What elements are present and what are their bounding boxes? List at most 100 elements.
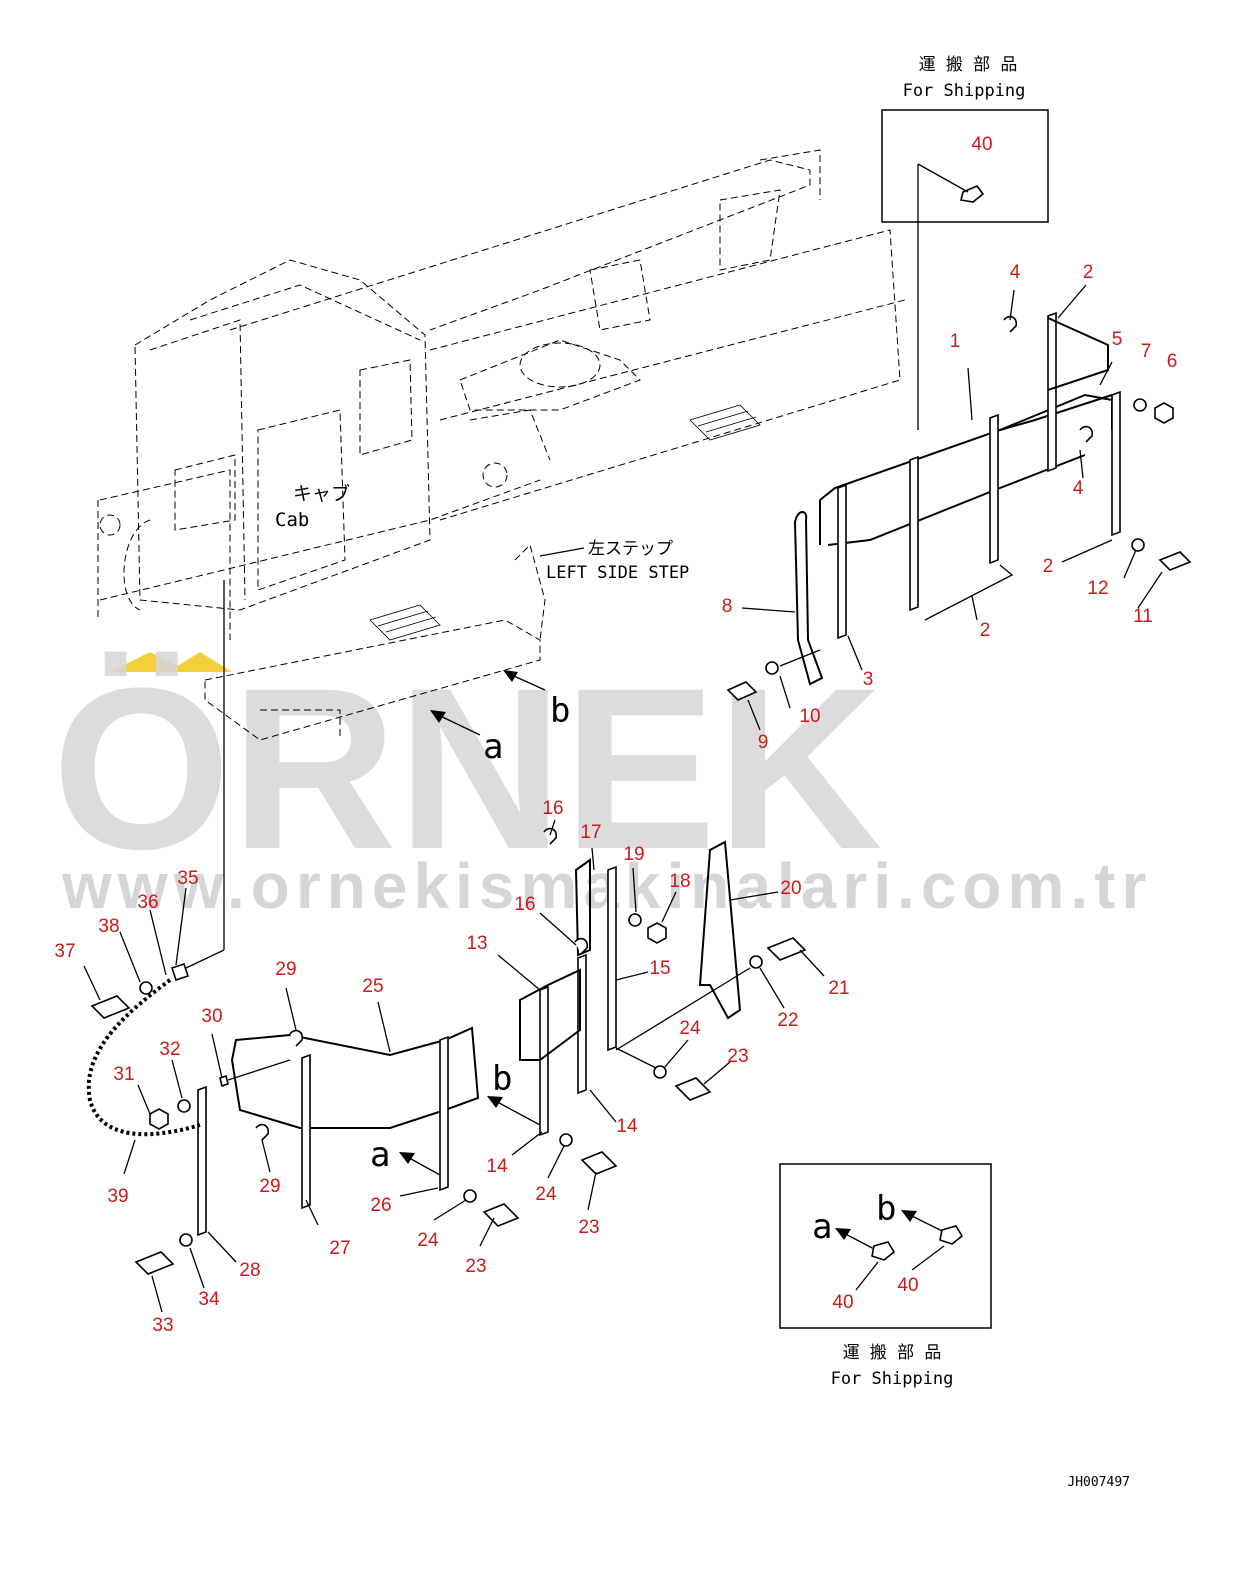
callout-10: 10 [799, 706, 820, 727]
callout-38: 38 [98, 916, 119, 937]
callout-16-lower: 16 [514, 894, 535, 915]
callout-5: 5 [1112, 329, 1123, 350]
callout-24-lower: 24 [417, 1230, 439, 1251]
watermark-accent-mark [110, 652, 190, 672]
callout-17: 17 [580, 822, 601, 843]
watermark: ÖRNEK www.ornekismakinalari.com.tr [52, 640, 1152, 922]
callout-40-a: 40 [832, 1292, 853, 1313]
step-assembly-middle [497, 819, 825, 1211]
cab-label-jp: キャブ [293, 482, 350, 505]
callout-11: 11 [1133, 606, 1153, 627]
washer-22-icon [749, 955, 763, 969]
step-label-en: LEFT SIDE STEP [546, 563, 689, 583]
callout-12: 12 [1087, 578, 1108, 599]
handrail-assembly-upper [726, 284, 1192, 731]
clip-4-icon [1003, 315, 1018, 333]
bolt-37-icon [90, 995, 131, 1019]
callout-23-middle: 23 [578, 1217, 599, 1238]
callout-3: 3 [863, 669, 874, 690]
callout-9: 9 [758, 732, 769, 753]
clip-29b-icon [255, 1123, 270, 1141]
callout-28: 28 [239, 1260, 260, 1281]
shipping-top-en: For Shipping [903, 81, 1026, 101]
callout-15: 15 [649, 958, 670, 979]
view-arrow-b-shipping [901, 1210, 945, 1233]
callout-30: 30 [201, 1006, 222, 1027]
view-arrow-b-middle [487, 1096, 541, 1126]
callout-24: 24 [679, 1018, 701, 1039]
callout-7: 7 [1141, 341, 1152, 362]
washer-34-icon [179, 1233, 193, 1247]
clip-29-icon [289, 1029, 304, 1047]
washer-10-icon [765, 661, 779, 675]
callout-19: 19 [623, 844, 644, 865]
cap-40b-icon [939, 1225, 964, 1245]
washer-32-icon [177, 1099, 191, 1113]
shipping-bottom-jp: 運 搬 部 品 [843, 1343, 942, 1363]
washer-24-icon [653, 1065, 667, 1079]
callout-39: 39 [107, 1186, 128, 1207]
cap-40a-icon [871, 1241, 896, 1261]
callout-34: 34 [198, 1289, 220, 1310]
clip-16-icon [543, 827, 558, 845]
clip-16b-icon [574, 937, 589, 955]
callout-36: 36 [137, 892, 158, 913]
washer-7-icon [1133, 398, 1147, 412]
callout-25: 25 [362, 976, 383, 997]
chain-39-icon [86, 978, 201, 1137]
callout-2-lower: 2 [1043, 556, 1054, 577]
bolt-23b-icon [580, 1151, 618, 1175]
callout-27: 27 [329, 1238, 350, 1259]
callout-21: 21 [828, 978, 849, 999]
callout-8: 8 [722, 596, 733, 617]
view-arrow-a-frame [430, 710, 481, 736]
view-a-label-frame: a [483, 727, 503, 767]
washer-38-icon [139, 981, 153, 995]
nut-18-icon [647, 922, 667, 944]
cab-label-en: Cab [275, 509, 309, 531]
callout-35: 35 [177, 868, 198, 889]
callout-22: 22 [777, 1010, 798, 1031]
view-arrow-b-frame [503, 670, 546, 691]
washer-24c-icon [463, 1189, 477, 1203]
bolt-23c-icon [482, 1203, 520, 1227]
view-arrow-a-shipping [835, 1228, 877, 1251]
callout-14: 14 [616, 1116, 638, 1137]
clip-4b-icon [1079, 425, 1094, 443]
nut-31-icon [149, 1108, 169, 1130]
callout-6: 6 [1167, 351, 1178, 372]
handrail-assembly-lower [83, 887, 520, 1313]
washer-12-icon [1131, 538, 1145, 552]
callout-1: 1 [950, 331, 961, 352]
callout-40-top: 40 [971, 134, 992, 155]
callout-18: 18 [669, 871, 690, 892]
bolt-33-icon [134, 1251, 175, 1275]
callout-4: 4 [1010, 262, 1021, 283]
callout-29: 29 [275, 959, 296, 980]
callout-14-lower: 14 [486, 1156, 508, 1177]
shipping-box-bottom [779, 1163, 992, 1329]
bolt-23-icon [674, 1077, 712, 1101]
plate-35-icon [170, 962, 190, 982]
machine-frame [97, 149, 906, 741]
callout-4-lower: 4 [1073, 478, 1084, 499]
vent-grille [369, 404, 761, 641]
callout-32: 32 [159, 1039, 180, 1060]
callout-31: 31 [113, 1064, 134, 1085]
callout-37: 37 [54, 941, 75, 962]
callout-16: 16 [542, 798, 563, 819]
callout-23-lower: 23 [465, 1256, 486, 1277]
callout-40-b: 40 [897, 1275, 918, 1296]
callout-13: 13 [466, 933, 487, 954]
view-b-label-middle: b [492, 1059, 512, 1099]
clip-30-icon [219, 1074, 229, 1088]
view-a-label-lower: a [370, 1135, 390, 1175]
drawing-number: JH007497 [1067, 1475, 1130, 1490]
bolt-21-icon [766, 937, 807, 961]
view-b-label-shipping: b [876, 1189, 896, 1229]
watermark-url: www.ornekismakinalari.com.tr [61, 850, 1152, 922]
shipping-bottom-en: For Shipping [831, 1369, 954, 1389]
shipping-box-top [881, 109, 1049, 430]
